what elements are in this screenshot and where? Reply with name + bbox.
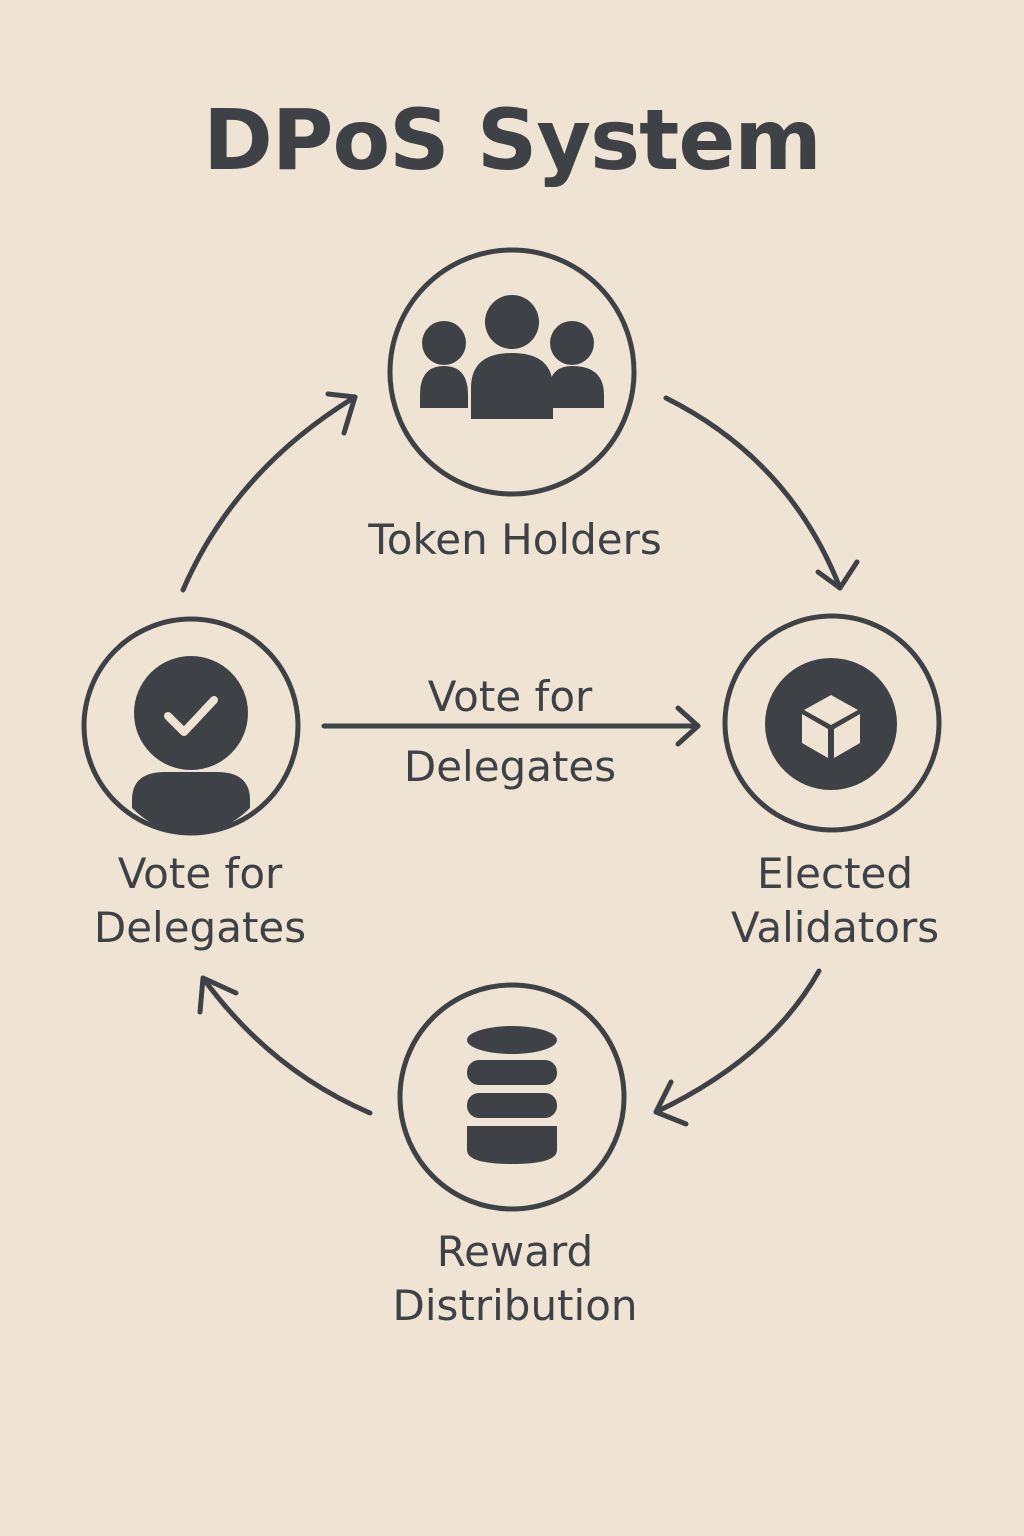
elected-validators-label-line-1: Elected [756,849,914,898]
node-token-holders [387,247,637,497]
edge-validators-to-reward [653,968,822,1127]
reward-distribution-label-line-1: Reward [436,1227,594,1276]
node-reward-distribution [397,982,627,1212]
edge-token-holders-to-validators [663,395,860,591]
elected-validators-label: Elected Validators [690,847,980,955]
token-holders-label-line: Token Holders [368,515,662,564]
edge-reward-to-vote [197,975,373,1116]
reward-distribution-label: Reward Distribution [330,1225,700,1333]
elected-validators-label-line-2: Validators [730,903,940,952]
users-group-icon [420,295,604,419]
node-elected-validators [722,613,942,833]
token-holders-label: Token Holders [300,513,730,567]
reward-distribution-label-line-2: Distribution [392,1281,638,1330]
diagram-title: DPoS System [203,91,822,189]
edge-vote-to-validators [321,705,701,747]
node-vote-for-delegates [81,616,301,836]
cube-icon [765,658,897,790]
user-check-icon [132,656,250,833]
edge-vote-label-line-2: Delegates [403,742,617,791]
database-stack-icon [467,1026,557,1164]
edge-vote-to-token-holders [180,391,358,593]
edge-vote-label: Vote for Delegates [360,662,660,802]
vote-for-delegates-label-line-2: Delegates [93,903,307,952]
vote-for-delegates-label: Vote for Delegates [40,847,360,955]
vote-for-delegates-label-line-1: Vote for [117,849,283,898]
edge-vote-label-line-1: Vote for [427,672,593,721]
